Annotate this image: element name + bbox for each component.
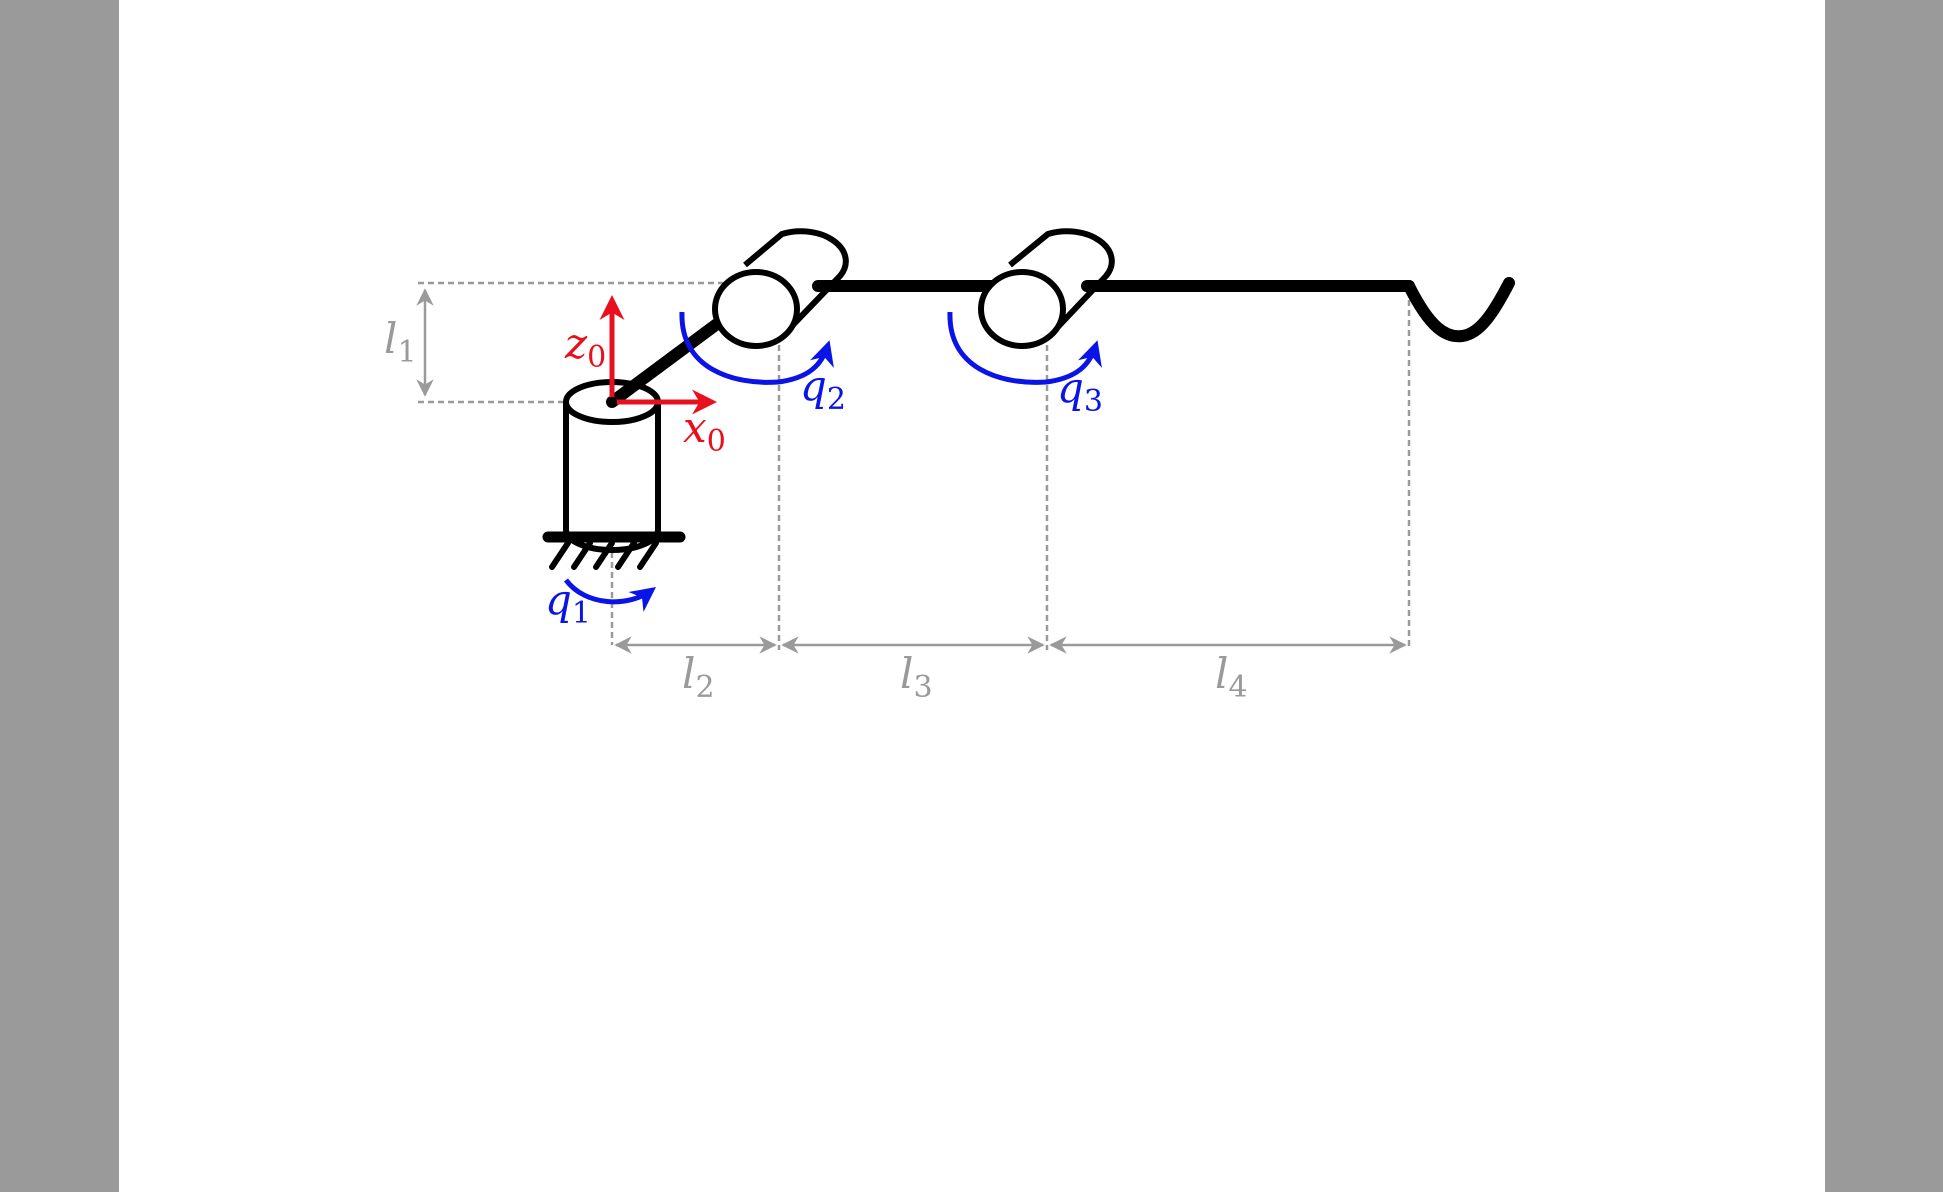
joint-2 bbox=[712, 228, 849, 349]
ground-symbol bbox=[542, 531, 686, 570]
ground-hatch bbox=[593, 540, 615, 570]
q1-rotation-arrow bbox=[563, 578, 657, 612]
joint-2-face bbox=[712, 269, 800, 349]
ground-hatch bbox=[571, 540, 593, 570]
joint-rotation-arrows bbox=[563, 311, 1102, 612]
q3-label: q3 bbox=[1057, 363, 1103, 419]
l2-label: l2 bbox=[682, 649, 715, 705]
gripper-hook bbox=[1403, 277, 1515, 343]
dimension-arrows bbox=[416, 288, 1407, 654]
base-origin bbox=[607, 397, 617, 407]
link-1 bbox=[606, 312, 731, 408]
ground-hatch bbox=[637, 540, 659, 570]
q1-label: q1 bbox=[545, 575, 591, 631]
base-frame bbox=[599, 295, 717, 415]
document-page bbox=[119, 0, 1825, 1192]
x0-label: x0 bbox=[683, 403, 726, 459]
q2-label: q2 bbox=[800, 361, 846, 417]
joint-3-body bbox=[1008, 228, 1115, 333]
l1-label: l1 bbox=[384, 314, 417, 370]
q2-rotation-arrow bbox=[679, 311, 834, 385]
q3-rotation-arrow bbox=[947, 311, 1102, 385]
joint-labels: q1 q2 q3 bbox=[545, 361, 1103, 631]
l3-label: l3 bbox=[900, 649, 933, 705]
joint-2-body bbox=[743, 228, 849, 333]
ground-hatch bbox=[549, 540, 571, 570]
joint-3-face bbox=[978, 269, 1066, 349]
l4-label: l4 bbox=[1215, 649, 1248, 705]
ground-hatch bbox=[615, 540, 637, 570]
frame-labels: z0 x0 bbox=[564, 319, 726, 459]
length-labels: l1 l2 l3 l4 bbox=[384, 314, 1248, 705]
z0-label: z0 bbox=[564, 319, 606, 375]
joint-3 bbox=[978, 228, 1115, 349]
